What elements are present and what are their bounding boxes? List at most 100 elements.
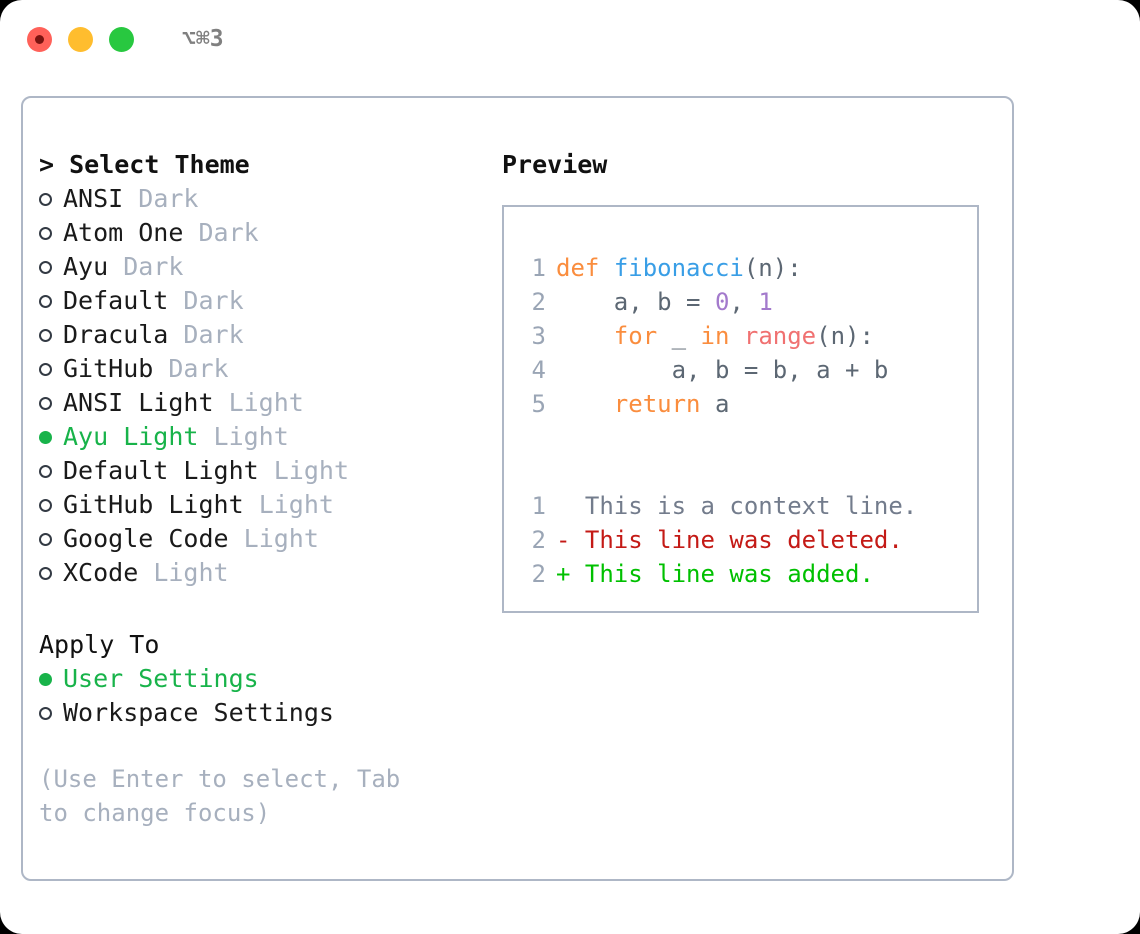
theme-option-google-code[interactable]: Google Code Light [39, 522, 479, 556]
code-line: 4 a, b = b, a + b [504, 353, 977, 387]
diff-body: This is a context line. [584, 492, 918, 520]
theme-option-label: ANSI [63, 184, 124, 213]
spacer [244, 488, 259, 522]
code-line: 3 for _ in range(n): [504, 319, 977, 353]
diff-sample: 1 This is a context line. 2- This line wa… [504, 489, 977, 591]
theme-option-kind: Light [228, 388, 304, 417]
code-line-text: return a [546, 387, 730, 421]
theme-option-dracula[interactable]: Dracula Dark [39, 318, 479, 352]
apply-option-user-settings[interactable]: User Settings [39, 662, 479, 696]
theme-option-ansi[interactable]: ANSI Dark [39, 182, 479, 216]
line-number: 2 [531, 288, 546, 316]
code-token: fibonacci [613, 254, 744, 282]
radio-unselected-icon [39, 489, 63, 512]
spacer [214, 386, 229, 420]
diff-body: This line was added. [584, 560, 874, 588]
spacer [123, 182, 138, 216]
line-number: 4 [531, 356, 546, 384]
theme-option-label: Atom One [63, 218, 184, 247]
line-number: 5 [531, 390, 546, 418]
theme-option-kind: Dark [138, 184, 199, 213]
code-token: = [686, 288, 715, 316]
theme-option-label: ANSI Light [63, 388, 214, 417]
theme-option-label: Default [63, 286, 169, 315]
theme-option-ansi-light[interactable]: ANSI Light Light [39, 386, 479, 420]
code-token [556, 322, 614, 350]
theme-option-default[interactable]: Default Dark [39, 284, 479, 318]
spacer [229, 522, 244, 556]
code-token [599, 254, 613, 282]
theme-option-label: Google Code [63, 524, 229, 553]
theme-option-github[interactable]: GitHub Dark [39, 352, 479, 386]
theme-option-kind: Dark [168, 354, 229, 383]
theme-option-default-light[interactable]: Default Light Light [39, 454, 479, 488]
code-token: 1 [758, 288, 773, 316]
theme-option-label: GitHub [63, 354, 154, 383]
spacer [259, 454, 274, 488]
code-token: in [700, 322, 730, 350]
code-token: a, b = b, a + b [556, 356, 889, 384]
diff-line-text: This is a context line. [546, 489, 917, 523]
maximize-button[interactable] [109, 26, 134, 52]
theme-option-kind: Dark [183, 320, 244, 349]
code-token: , [729, 288, 759, 316]
theme-option-kind: Dark [183, 286, 244, 315]
code-token: for [613, 322, 658, 350]
diff-line: 2+ This line was added. [504, 557, 977, 591]
diff-marker: + [556, 560, 585, 588]
diff-line: 1 This is a context line. [504, 489, 977, 523]
code-line-text: a, b = b, a + b [546, 353, 889, 387]
theme-option-label: Default Light [63, 456, 259, 485]
window-controls [27, 26, 134, 52]
theme-option-ayu[interactable]: Ayu Dark [39, 250, 479, 284]
spacer [153, 352, 168, 386]
select-theme-heading: > Select Theme [39, 150, 250, 179]
radio-unselected-icon [39, 183, 63, 206]
code-token: a [700, 390, 730, 418]
theme-option-kind: Light [258, 490, 334, 519]
line-number: 3 [531, 322, 546, 350]
diff-body: This line was deleted. [584, 526, 903, 554]
preview-heading: Preview [502, 150, 608, 179]
apply-option-workspace-settings[interactable]: Workspace Settings [39, 696, 479, 730]
theme-option-atom-one[interactable]: Atom One Dark [39, 216, 479, 250]
minimize-button[interactable] [68, 26, 93, 52]
code-line: 5 return a [504, 387, 977, 421]
code-line-text: a, b = 0, 1 [546, 285, 773, 319]
code-token: (n): [743, 254, 802, 282]
diff-line-text: + This line was added. [546, 557, 874, 591]
apply-option-label: User Settings [63, 664, 259, 693]
code-line-text: def fibonacci(n): [546, 251, 802, 285]
spacer [183, 216, 198, 250]
code-token: a, b [556, 288, 687, 316]
code-token: range [743, 322, 817, 350]
theme-option-kind: Light [213, 422, 289, 451]
line-number: 2 [531, 526, 546, 554]
radio-unselected-icon [39, 319, 63, 342]
theme-option-github-light[interactable]: GitHub Light Light [39, 488, 479, 522]
radio-selected-icon [39, 421, 63, 444]
spacer [138, 556, 153, 590]
diff-line-text: - This line was deleted. [546, 523, 903, 557]
theme-option-ayu-light[interactable]: Ayu Light Light [39, 420, 479, 454]
code-token: 0 [714, 288, 730, 316]
theme-option-xcode[interactable]: XCode Light [39, 556, 479, 590]
diff-marker [556, 492, 585, 520]
theme-option-kind: Light [153, 558, 229, 587]
theme-option-kind: Dark [198, 218, 259, 247]
radio-unselected-icon [39, 387, 63, 410]
spacer [168, 284, 183, 318]
line-number: 1 [531, 492, 546, 520]
code-token [729, 322, 743, 350]
code-token [556, 390, 614, 418]
close-button[interactable] [27, 26, 52, 52]
code-line: 2 a, b = 0, 1 [504, 285, 977, 319]
theme-option-label: GitHub Light [63, 490, 244, 519]
